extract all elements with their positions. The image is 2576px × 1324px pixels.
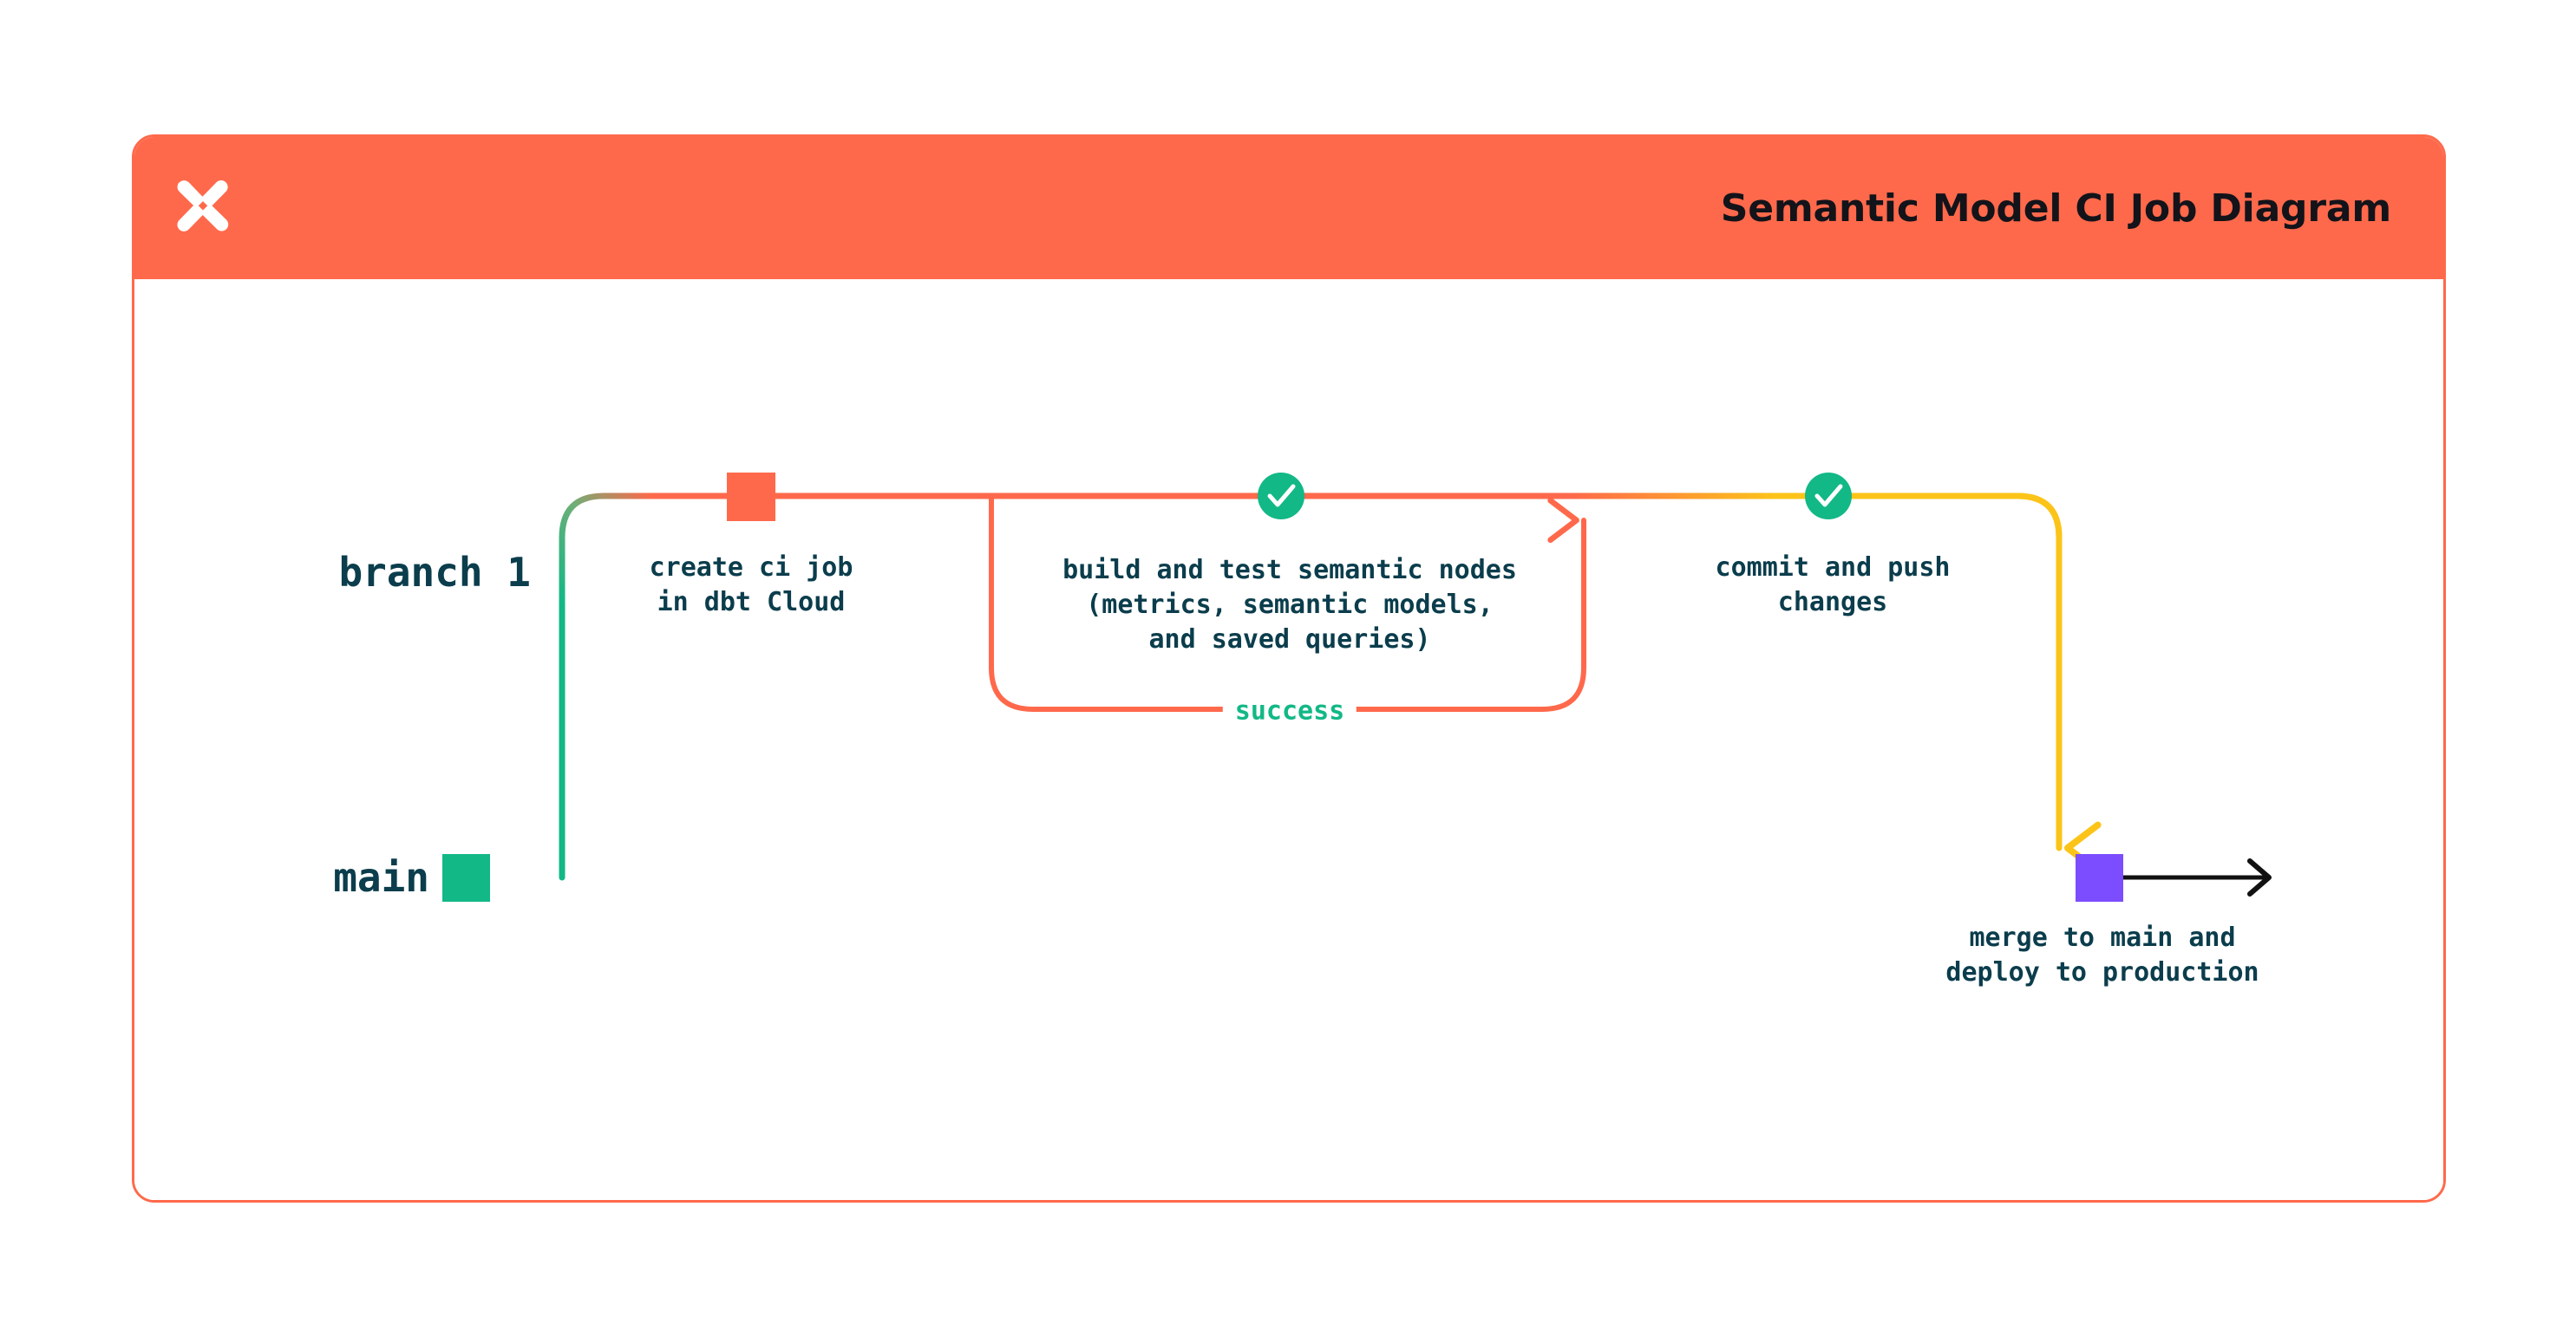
card-body — [134, 279, 2443, 1200]
card-header: Semantic Model CI Job Diagram — [134, 137, 2443, 279]
node-label-commit-and-push: commit and push changes — [1715, 552, 1951, 617]
node-label-merge-to-main: merge to main and deploy to production — [1945, 923, 2259, 988]
page-title: Semantic Model CI Job Diagram — [1720, 186, 2391, 231]
node-label-create-ci-job: create ci job in dbt Cloud — [649, 552, 853, 617]
dbt-logo-icon — [177, 180, 229, 232]
branch-label-main: main — [333, 854, 429, 901]
edge-label-success: success — [1222, 695, 1357, 727]
diagram-card: Semantic Model CI Job Diagram — [132, 134, 2446, 1203]
branch-label-branch-1: branch 1 — [338, 549, 531, 596]
node-label-build-and-test: build and test semantic nodes (metrics, … — [1062, 555, 1517, 655]
